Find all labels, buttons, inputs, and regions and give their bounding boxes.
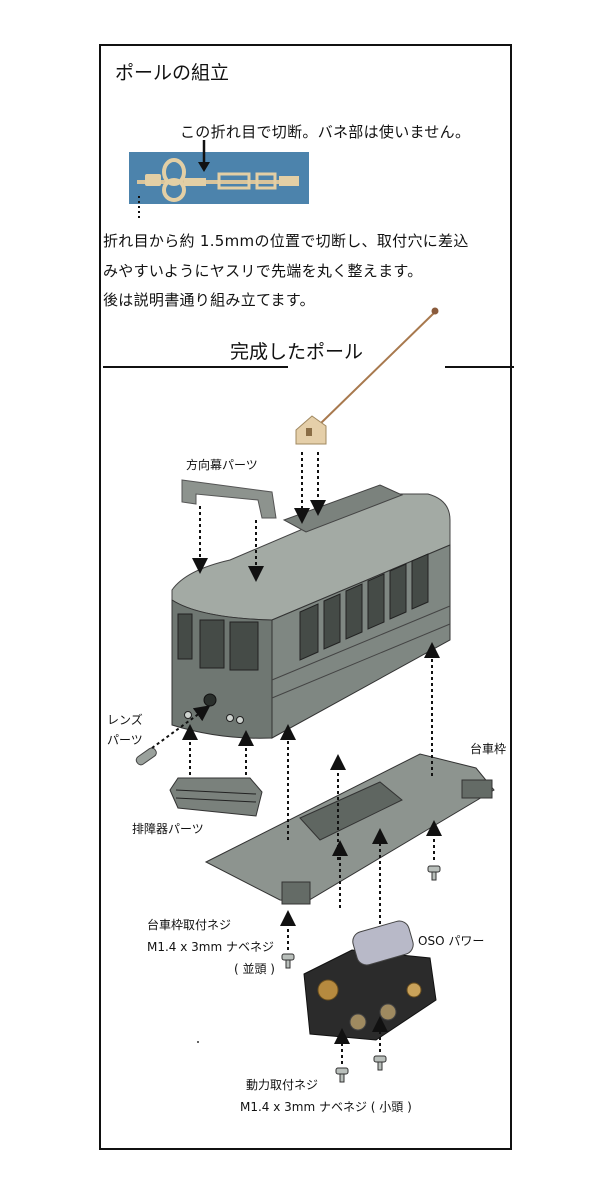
etched-pole-part-photo [129, 152, 309, 204]
lens-part [135, 747, 157, 766]
instruction-line-2: みやすいようにヤスリで先端を丸く整えます。 [103, 262, 423, 280]
instruction-frame [99, 44, 512, 1150]
label-lens-line2: パーツ [107, 733, 143, 747]
dot-mark [197, 1041, 199, 1043]
completed-pole-title: 完成したポール [230, 341, 364, 363]
label-bogie-frame: 台車枠 [470, 742, 507, 756]
brass-pole-sprue [137, 158, 299, 202]
label-lens-line1: レンズ [107, 713, 143, 727]
cowcatcher-part [169, 777, 263, 817]
label-oso-power: OSO パワー [418, 934, 485, 948]
screw-icons [281, 865, 441, 1083]
destination-sign-part [181, 479, 277, 519]
instruction-line-3: 後は説明書通り組み立てます。 [103, 291, 315, 309]
label-cowcatcher: 排障器パーツ [132, 822, 204, 836]
tram-body [171, 484, 451, 739]
label-bogie-screw-1: 台車枠取付ネジ [147, 918, 232, 932]
label-power-screw-2: M1.4 x 3mm ナベネジ ( 小頭 ) [240, 1100, 412, 1114]
label-bogie-screw-3: ( 並頭 ) [234, 962, 275, 976]
oso-power-motor [303, 920, 437, 1041]
pole-assembly-title: ポールの組立 [115, 62, 230, 84]
label-destination-sign: 方向幕パーツ [186, 458, 258, 472]
divider-left [103, 366, 288, 368]
label-bogie-screw-2: M1.4 x 3mm ナベネジ [147, 940, 274, 954]
bogie-frame [204, 753, 495, 905]
divider-right [445, 366, 514, 368]
cut-note: この折れ目で切断。バネ部は使いません。 [180, 123, 471, 141]
assembly-arrows [151, 452, 442, 1064]
trolley-pole [295, 307, 439, 445]
label-power-screw-1: 動力取付ネジ [246, 1078, 319, 1092]
instruction-line-1: 折れ目から約 1.5mmの位置で切断し、取付穴に差込 [103, 232, 469, 250]
